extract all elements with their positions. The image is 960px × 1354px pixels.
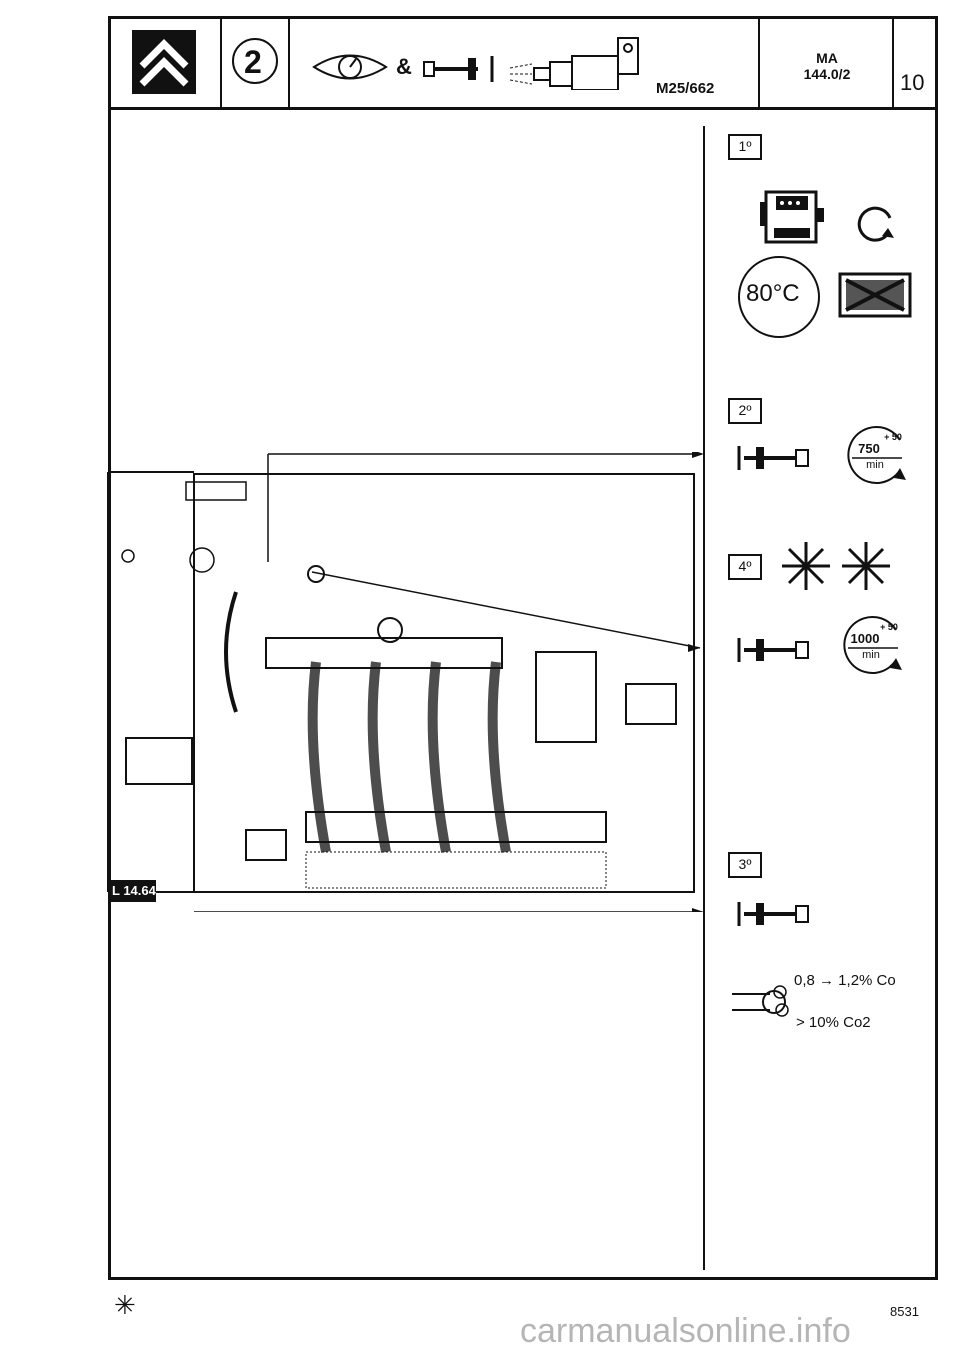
fan-off-icon — [838, 272, 912, 318]
engine-icon — [760, 190, 824, 244]
part-code: M25/662 — [656, 80, 715, 97]
snowflake-icon — [842, 542, 890, 590]
step-number-cell: 2 — [222, 16, 290, 110]
exhaust-probe-icon — [732, 985, 789, 1017]
adjust-screw-icon — [423, 56, 494, 82]
citroen-logo-icon — [132, 30, 196, 94]
page-number: 8531 — [890, 1304, 919, 1319]
reference-line-2: 144.0/2 — [803, 66, 851, 82]
section-cell: 10 — [894, 16, 938, 110]
step4-rpm: 1000 — [850, 631, 880, 646]
title-cell: & M25/662 — [290, 16, 760, 110]
column-divider — [703, 126, 705, 1270]
asterisk-symbol: ✳ — [114, 1290, 136, 1320]
step2-unit: min — [866, 459, 884, 471]
reference-cell: MA 144.0/2 — [760, 16, 894, 110]
step2-tolerance: + 50 — [884, 432, 902, 442]
step4-label: 4º — [728, 554, 762, 580]
header-bar — [108, 16, 938, 110]
section-number: 10 — [900, 70, 925, 95]
adjust-screw-icon — [737, 446, 809, 470]
step2-rpm: 750 — [858, 441, 880, 456]
snowflake-icon — [782, 542, 830, 590]
watermark: carmanualsonline.info — [520, 1312, 851, 1350]
ampersand: & — [396, 54, 412, 79]
diagram-label: L 14.64 — [112, 883, 156, 898]
page-frame — [108, 16, 938, 1280]
rotation-arrow-icon — [857, 206, 894, 242]
logo-cell — [108, 16, 222, 110]
temperature-value: 80°C — [746, 280, 800, 307]
step1-label: 1º — [728, 134, 762, 160]
step4-tolerance: + 50 — [880, 622, 898, 632]
co-range: 0,8 → 1,2% Co — [794, 972, 896, 989]
step-number: 2 — [244, 44, 262, 80]
injector-icon — [509, 37, 639, 90]
diagram-label-box — [110, 880, 156, 902]
step-number-circle-icon — [232, 38, 278, 84]
co2-minimum: > 10% Co2 — [796, 1014, 871, 1031]
rpm-750-badge-icon — [847, 426, 906, 484]
reference-line-1: MA — [816, 50, 838, 66]
temperature-circle-icon — [738, 256, 820, 338]
step2-label: 2º — [728, 398, 762, 424]
step3-label: 3º — [728, 852, 762, 878]
adjust-screw-icon — [737, 638, 809, 662]
step4-unit: min — [862, 649, 880, 661]
engine-illustration — [107, 452, 704, 912]
adjust-screw-icon — [737, 902, 809, 926]
rpm-1000-badge-icon — [843, 616, 902, 674]
tachometer-eye-icon — [312, 54, 388, 80]
